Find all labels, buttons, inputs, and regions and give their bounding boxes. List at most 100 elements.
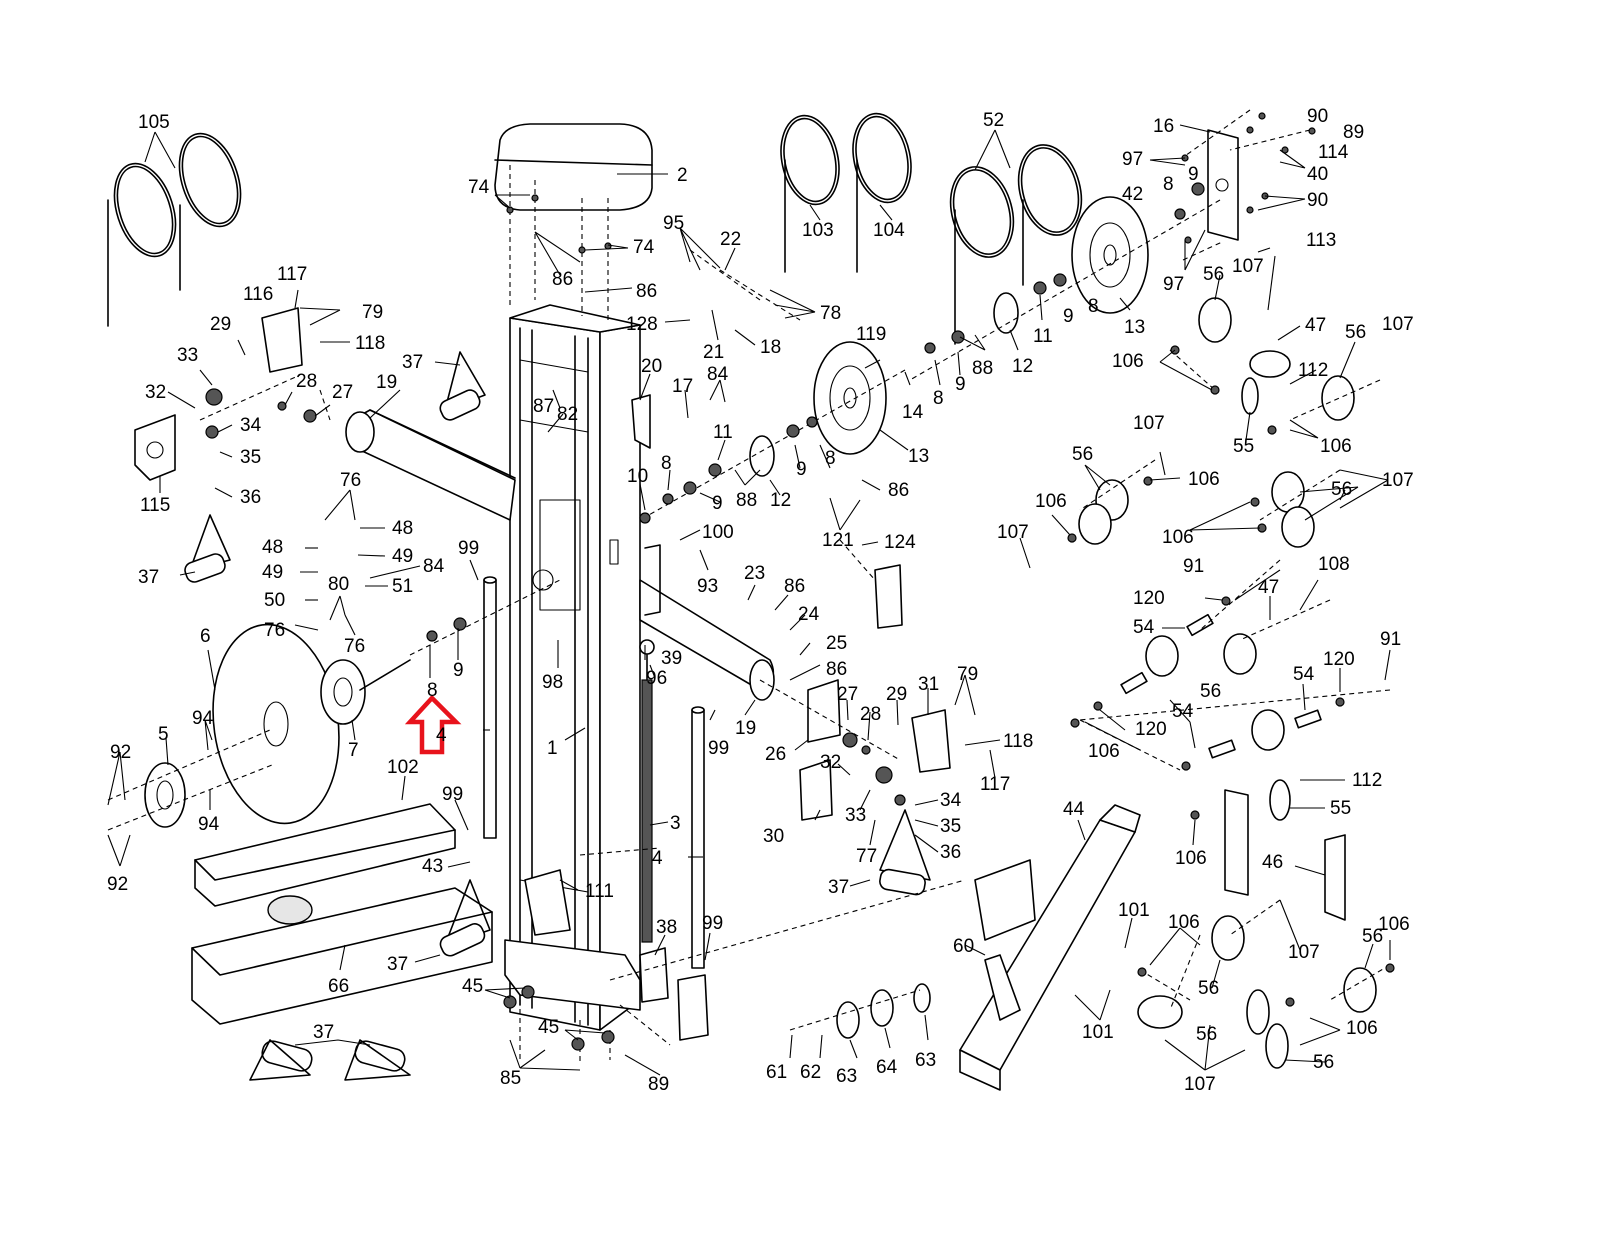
pulley-housing-30 [799,759,833,821]
pulley-housing-26 [807,679,841,743]
callout: 106 [1320,436,1352,457]
callout: 107 [1382,314,1414,335]
callout: 55 [1233,436,1254,457]
callout: 2 [677,165,688,186]
callout: 77 [856,846,877,867]
callout: 88 [736,490,757,511]
callout: 124 [884,532,916,553]
callout: 56 [1072,444,1093,465]
callout: 6 [200,626,211,647]
bracket-38 [639,947,669,1003]
callout: 45 [462,976,483,997]
callout: 119 [856,324,886,345]
callout: 54 [1133,617,1155,638]
callout: 106 [1112,351,1144,372]
callout: 106 [1188,469,1220,490]
callout: 107 [1184,1074,1216,1095]
callout: 37 [138,567,159,588]
foot-plates-61-64 [836,983,931,1039]
callout: 106 [1168,912,1200,933]
callout: 113 [1306,230,1336,251]
callout: 97 [1163,274,1184,295]
press-arm-19-left [345,409,516,521]
callout: 11 [713,422,733,443]
callout: 32 [145,382,166,403]
callout: 95 [663,213,684,234]
leg-extension-44 [959,804,1141,1091]
callout: 4 [436,725,447,746]
guide-rod-4-right [691,706,705,969]
callout: 22 [720,229,741,250]
callout: 40 [1307,164,1328,185]
callout: 37 [387,954,408,975]
callout: 52 [983,110,1004,131]
callout: 54 [1293,664,1315,685]
cable-104 [852,112,912,273]
callout: 118 [1003,731,1033,752]
callout: 20 [641,356,662,377]
callout: 112 [1352,770,1382,791]
weight-disc-6 [212,623,340,825]
callout: 86 [826,659,847,680]
callout: 100 [702,522,734,543]
callout: 19 [376,372,397,393]
callout: 56 [1331,479,1352,500]
guide-rod-4-left [483,576,497,839]
callout: 84 [423,556,445,577]
callout: 9 [796,459,807,480]
callout: 107 [1133,413,1165,434]
callout: 86 [784,576,805,597]
callout: 107 [1382,470,1414,491]
callout: 55 [1330,798,1351,819]
callout: 121 [822,530,854,551]
callout: 9 [1063,306,1074,327]
handle-37-mid [879,809,931,896]
callout: 98 [542,672,563,693]
callout: 32 [820,752,841,773]
callout: 108 [1318,554,1350,575]
callout: 117 [980,774,1010,795]
hub-7 [320,659,411,725]
callout: 85 [500,1068,521,1089]
callout: 89 [1343,122,1364,143]
callout: 106 [1088,741,1120,762]
callout: 106 [1035,491,1067,512]
callout: 99 [702,913,723,934]
callout: 25 [826,633,847,654]
callout: 33 [845,805,866,826]
callout: 118 [355,333,385,354]
leg-bracket-60 [974,859,1036,1021]
cable-103 [780,114,840,273]
callout: 44 [1063,799,1085,820]
callout: 111 [585,881,614,902]
callout: 62 [800,1062,821,1083]
callout: 63 [915,1050,936,1071]
callout: 91 [1380,629,1401,650]
callout: 80 [328,574,349,595]
callout: 107 [997,522,1029,543]
callout: 66 [328,976,349,997]
handle-37-upper [439,351,486,421]
callout: 115 [140,495,170,516]
callout: 116 [243,284,273,305]
callout: 34 [240,415,262,436]
callout: 56 [1198,978,1219,999]
callout: 56 [1200,681,1221,702]
callout: 99 [458,538,479,559]
main-frame-1 [509,304,641,1031]
callout: 23 [744,563,765,584]
callout: 106 [1162,527,1194,548]
pulley-housing-31 [911,709,951,773]
callout: 14 [902,402,924,423]
callout: 106 [1378,914,1410,935]
callout: 107 [1232,256,1264,277]
callout: 92 [107,874,128,895]
callout: 9 [712,493,723,514]
pulley-housing-115 [134,414,176,481]
callout: 120 [1135,719,1167,740]
callout: 120 [1133,588,1165,609]
callout: 60 [953,936,974,957]
callout: 97 [1122,149,1143,170]
callout: 92 [110,742,131,763]
